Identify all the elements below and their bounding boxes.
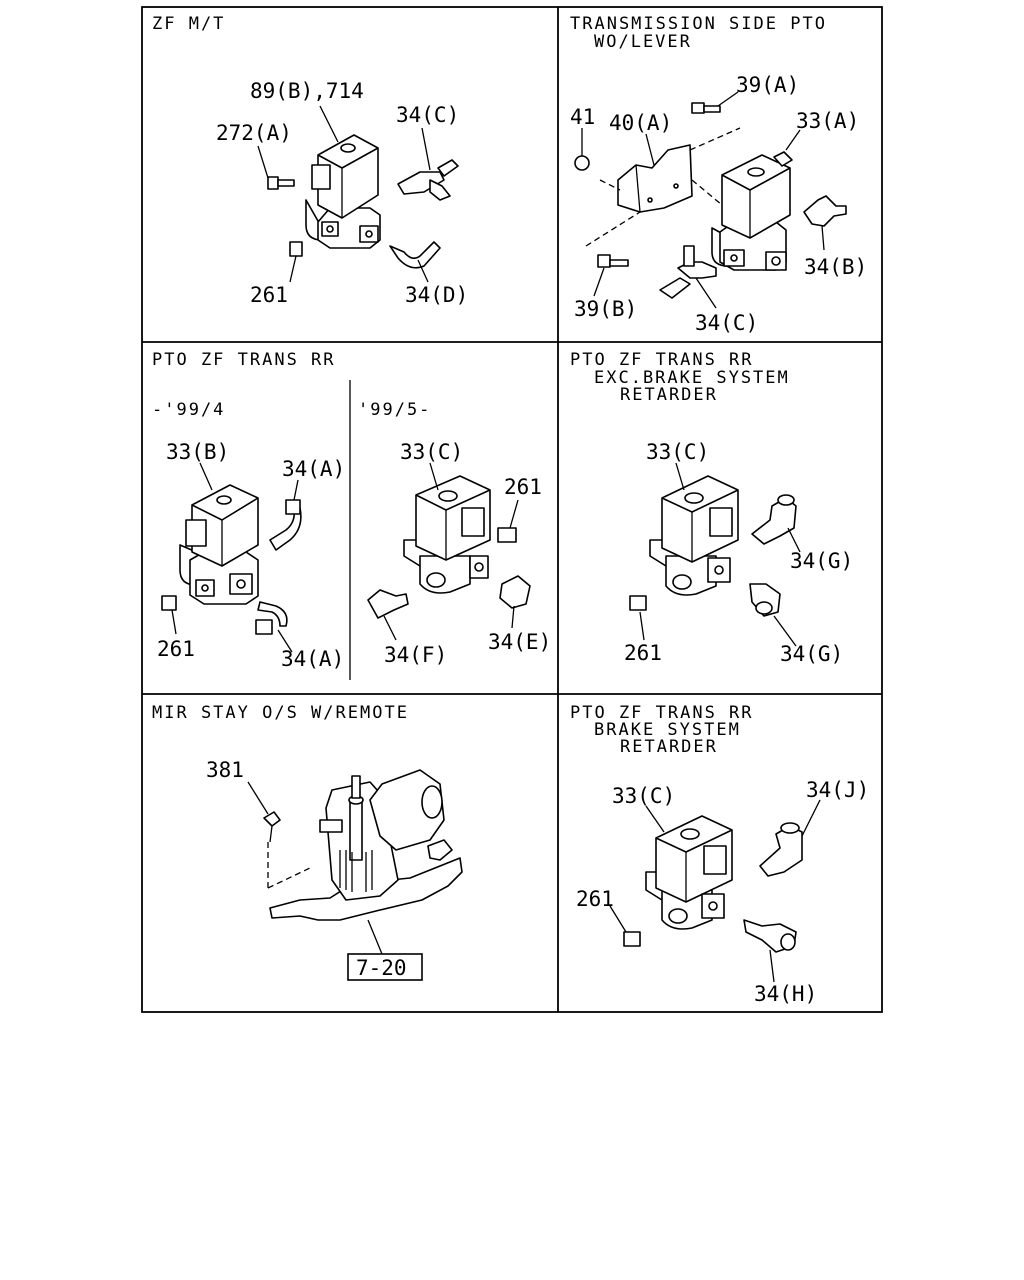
callout-33c: 33(C) xyxy=(646,440,709,464)
panel-6-title-line-1: PTO ZF TRANS RR xyxy=(570,703,754,723)
reference-7-20: 7-20 xyxy=(356,956,407,980)
callout-261-right: 261 xyxy=(504,475,542,499)
callout-34h: 34(H) xyxy=(754,982,817,1006)
panel-4-title-line-1: PTO ZF TRANS RR xyxy=(570,350,754,370)
panel-1-title: ZF M/T xyxy=(152,14,225,34)
solenoid-valve-drawing xyxy=(629,475,797,617)
callout-34b: 34(B) xyxy=(804,255,867,279)
solenoid-valve-drawing xyxy=(623,815,803,953)
bracket-and-valve-drawing xyxy=(574,102,847,299)
callout-261: 261 xyxy=(624,641,662,665)
callout-381: 381 xyxy=(206,758,244,782)
panel-2-title-line-2: WO/LEVER xyxy=(594,32,692,52)
solenoid-valve-left-drawing xyxy=(161,484,302,635)
solenoid-valve-right-drawing xyxy=(367,475,531,619)
callout-39b: 39(B) xyxy=(574,297,637,321)
panel-5-title: MIR STAY O/S W/REMOTE xyxy=(152,703,409,723)
panel-2-title-line-1: TRANSMISSION SIDE PTO xyxy=(570,14,827,34)
leader-lines xyxy=(581,91,825,309)
solenoid-valve-drawing xyxy=(267,134,459,269)
callout-34a-bottom: 34(A) xyxy=(281,647,344,671)
callout-34g-upper: 34(G) xyxy=(790,549,853,573)
panel-6-title-line-3: RETARDER xyxy=(620,737,718,757)
callout-40a: 40(A) xyxy=(609,111,672,135)
panel-4-title-line-3: RETARDER xyxy=(620,385,718,405)
callout-261-left: 261 xyxy=(157,637,195,661)
callout-89b-714: 89(B),714 xyxy=(250,79,364,103)
callout-272a: 272(A) xyxy=(216,121,292,145)
callout-34c: 34(C) xyxy=(396,103,459,127)
panel-exc-brake-system-retarder: PTO ZF TRANS RR EXC.BRAKE SYSTEM RETARDE… xyxy=(570,350,853,666)
panel-brake-system-retarder: PTO ZF TRANS RR BRAKE SYSTEM RETARDER xyxy=(570,703,869,1006)
callout-33c: 33(C) xyxy=(612,784,675,808)
panel-3-subtitle-left: -'99/4 xyxy=(152,400,225,420)
panel-6-title-line-2: BRAKE SYSTEM xyxy=(594,720,741,740)
leader-lines xyxy=(639,462,801,647)
callout-34a-top: 34(A) xyxy=(282,457,345,481)
mirror-stay-assembly-drawing xyxy=(263,769,463,921)
diagram-frame xyxy=(141,6,883,1013)
callout-39a: 39(A) xyxy=(736,73,799,97)
leader-lines xyxy=(247,781,383,955)
callout-261: 261 xyxy=(576,887,614,911)
callout-33b: 33(B) xyxy=(166,440,229,464)
leader-lines xyxy=(257,105,431,283)
panel-3-subtitle-right: '99/5- xyxy=(358,400,431,420)
panel-transmission-side-pto: TRANSMISSION SIDE PTO WO/LEVER xyxy=(570,14,867,335)
leader-lines xyxy=(171,462,519,653)
panel-mir-stay: MIR STAY O/S W/REMOTE xyxy=(152,703,463,981)
leader-lines xyxy=(609,799,821,983)
callout-261: 261 xyxy=(250,283,288,307)
panel-4-title-line-2: EXC.BRAKE SYSTEM xyxy=(594,368,790,388)
panel-zf-mt: ZF M/T xyxy=(152,14,468,307)
reference-box xyxy=(347,953,423,981)
callout-34e: 34(E) xyxy=(488,630,551,654)
panel-3-title: PTO ZF TRANS RR xyxy=(152,350,336,370)
callout-33c: 33(C) xyxy=(400,440,463,464)
callout-34g-lower: 34(G) xyxy=(780,642,843,666)
callout-33a: 33(A) xyxy=(796,109,859,133)
callout-34j: 34(J) xyxy=(806,778,869,802)
callout-34c: 34(C) xyxy=(695,311,758,335)
callout-34f: 34(F) xyxy=(384,643,447,667)
panel-pto-zf-trans-rr: PTO ZF TRANS RR -'99/4 '99/5- xyxy=(152,350,551,671)
callout-34d: 34(D) xyxy=(405,283,468,307)
callout-41: 41 xyxy=(570,105,595,129)
